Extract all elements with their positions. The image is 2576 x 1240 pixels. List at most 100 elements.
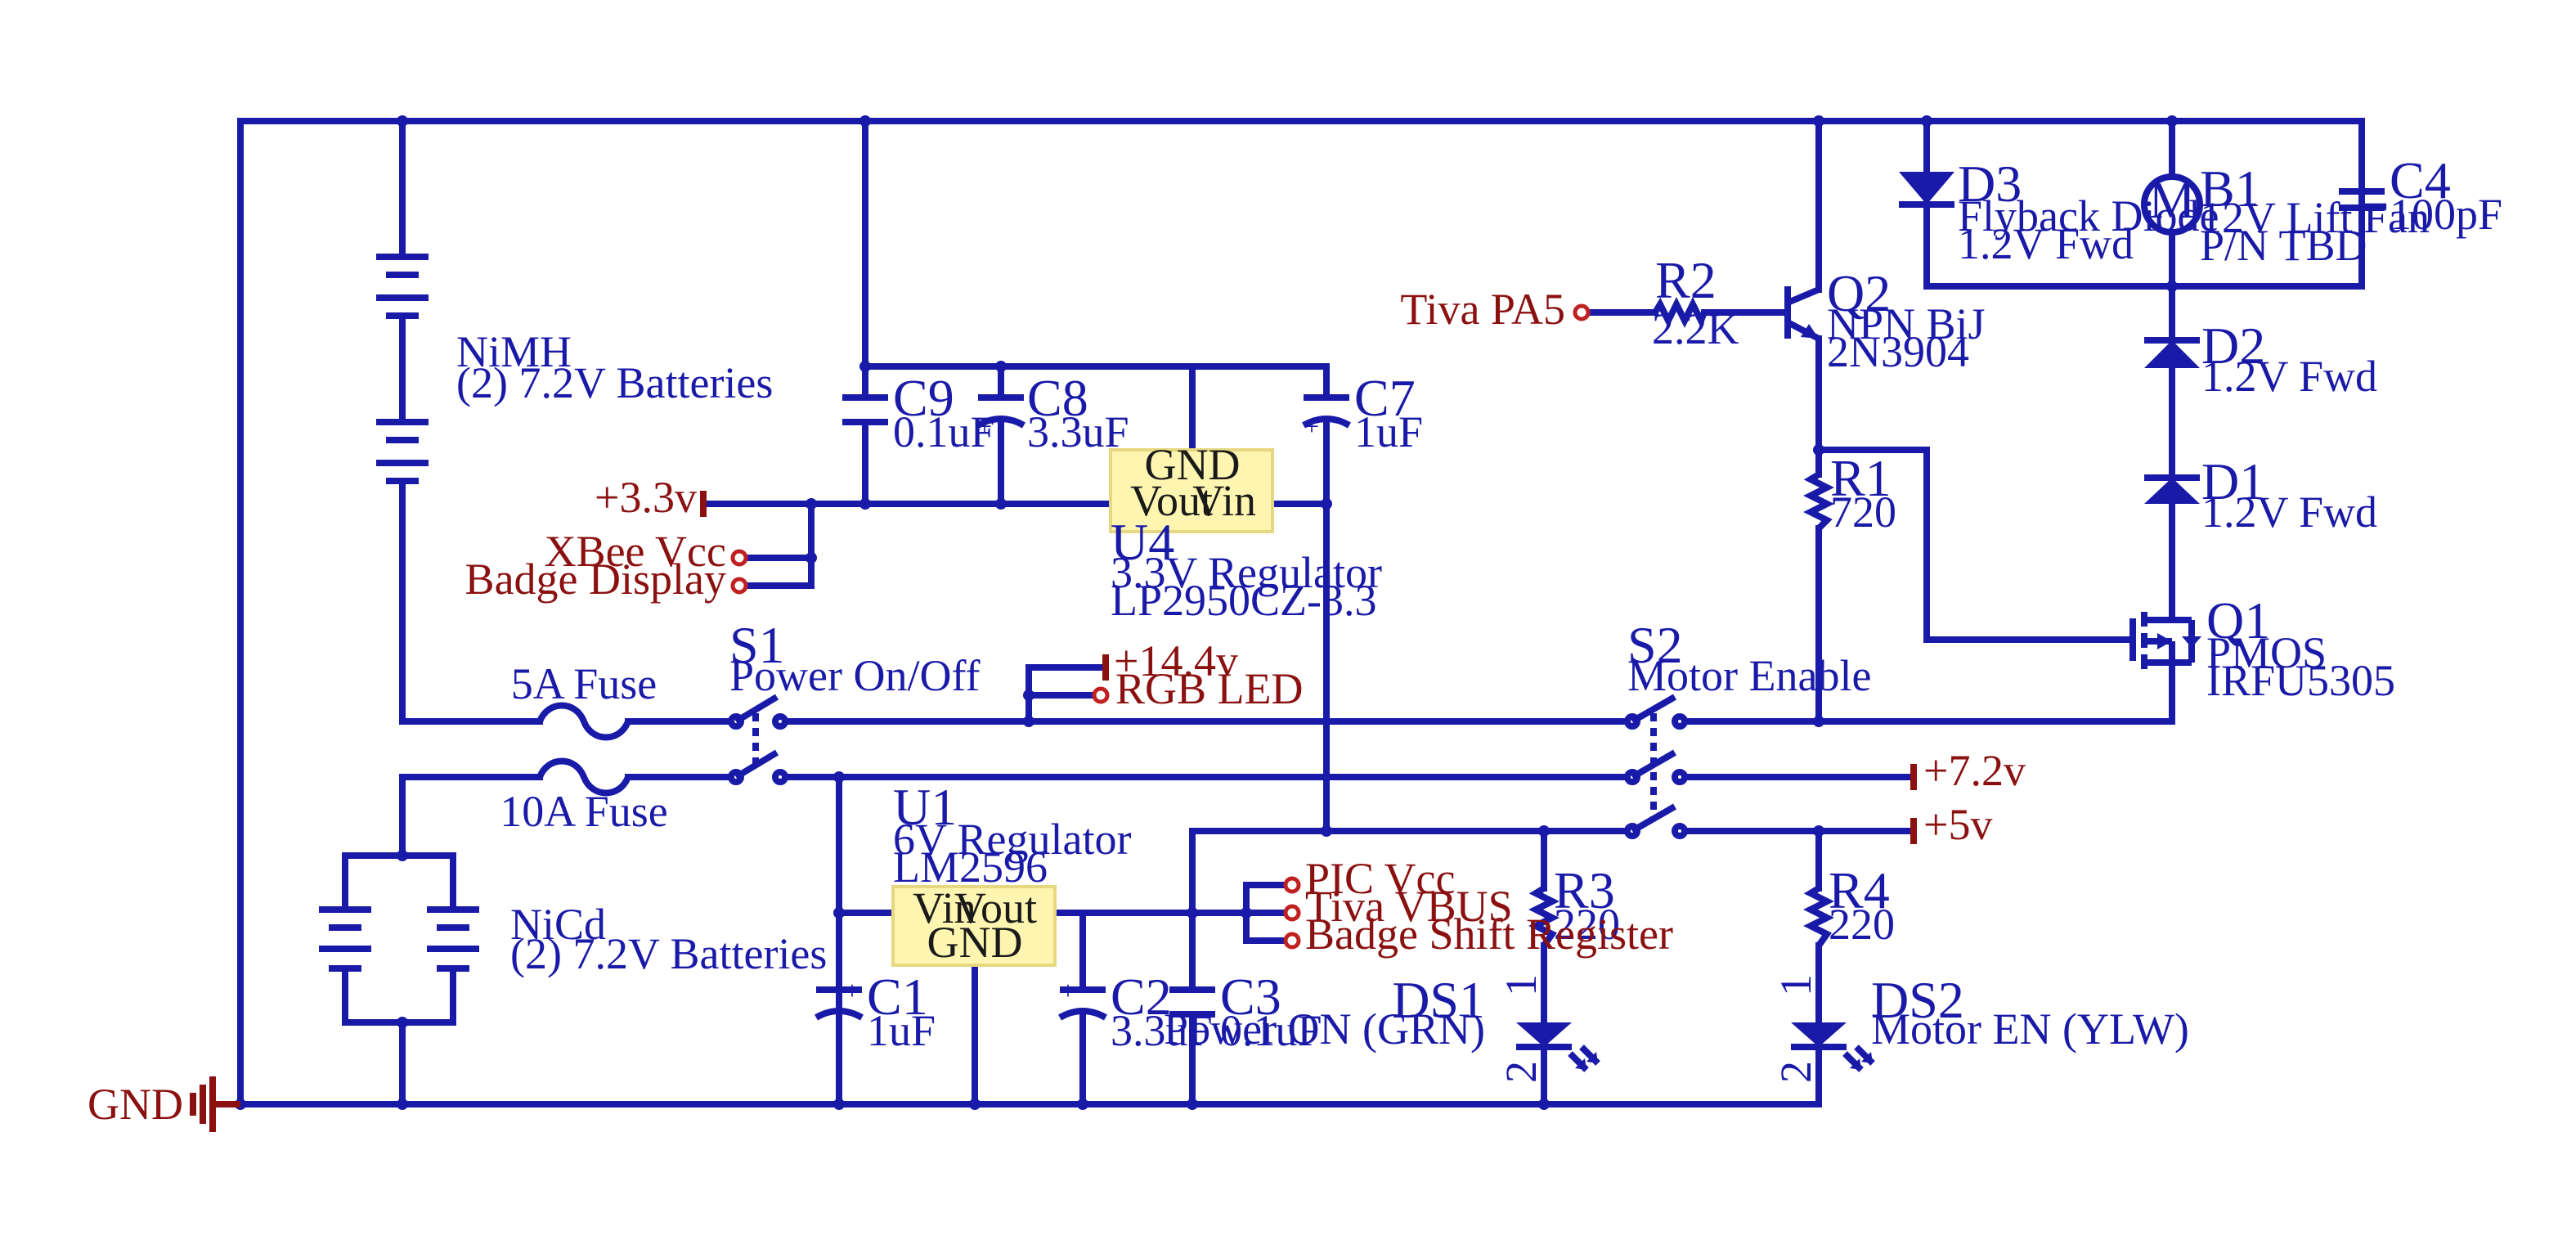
s1-ref: S1	[729, 616, 785, 674]
capacitor-c1: + C1 1uF	[815, 968, 936, 1055]
ground-symbol: GND	[88, 1076, 240, 1132]
capacitor-c9: C9 0.1uF	[842, 369, 995, 456]
c9-ref: C9	[893, 369, 954, 427]
junctions	[235, 115, 2178, 1110]
u1-pin-gnd: GND	[927, 918, 1023, 967]
u4-pin-gnd: GND	[1145, 440, 1241, 489]
diode-d2: D2 1.2V Fwd	[2144, 317, 2377, 401]
svg-text:+: +	[1304, 411, 1319, 441]
regulator-u1: Vin Vout GND U1 6V Regulator LM2596	[891, 778, 1131, 967]
r1-value: 720	[1830, 487, 1896, 537]
b1-ref: B1	[2200, 159, 2261, 218]
r2-ref: R2	[1655, 251, 1717, 309]
c8-value: 3.3uF	[1027, 407, 1129, 456]
fuse-10a: 10A Fuse	[500, 757, 668, 836]
ds2-pin1: 1	[1771, 974, 1820, 996]
u1-part: LM2596	[893, 842, 1048, 892]
net-pic-vcc: PIC Vcc	[1305, 854, 1456, 903]
u4-part: LP2950CZ-3.3	[1111, 576, 1377, 625]
c7-ref: C7	[1354, 369, 1416, 427]
r1-ref: R1	[1830, 449, 1892, 507]
c2-ref: C2	[1111, 968, 1172, 1026]
u1-ref: U1	[893, 778, 957, 836]
nicd-desc: (2) 7.2V Batteries	[510, 929, 827, 978]
diode-d1: D1 1.2V Fwd	[2144, 452, 2377, 537]
nimh-name: NiMH	[456, 327, 572, 376]
nicd-battery: NiCd (2) 7.2V Batteries	[319, 900, 827, 978]
net-14v4: +14.4v	[1114, 636, 1238, 685]
net-rgb-led: RGB LED	[1115, 664, 1304, 713]
r3-ref: R3	[1554, 861, 1615, 919]
b1-symbol: M	[2149, 171, 2196, 229]
q1-type: PMOS	[2206, 628, 2327, 677]
transistor-q1: Q1 PMOS IRFU5305	[2129, 591, 2395, 705]
s1-desc: Power On/Off	[729, 651, 980, 700]
svg-text:+: +	[977, 411, 992, 441]
net-3v3: +3.3v	[595, 473, 697, 522]
net-tiva-vbus: Tiva VBUS	[1305, 882, 1513, 931]
c1-ref: C1	[867, 968, 928, 1026]
c4-ref: C4	[2390, 151, 2451, 209]
gnd-label: GND	[88, 1080, 183, 1129]
transistor-q2: Q2 NPN BiJ 2N3904	[1784, 264, 1986, 376]
net-xbee-vcc: XBee Vcc	[545, 527, 726, 576]
capacitor-c4: C4 100pF	[2339, 151, 2502, 239]
b1-desc: 12V Lift Fan	[2200, 193, 2430, 242]
fuse-5a: 5A Fuse	[511, 659, 657, 741]
u4-pin-in: Vin	[1192, 476, 1256, 525]
resistor-r2: R2 2.2K	[1652, 251, 1739, 353]
q1-part: IRFU5305	[2206, 656, 2395, 705]
net-labels: +3.3v XBee Vcc Badge Display +14.4v RGB …	[465, 285, 2026, 959]
d3-desc2: 1.2V Fwd	[1958, 219, 2134, 268]
d2-ref: D2	[2201, 317, 2265, 375]
net-5v: +5v	[1923, 800, 1992, 849]
c4-value: 100pF	[2390, 190, 2502, 239]
ds1-pin1: 1	[1497, 974, 1546, 996]
u4-desc: 3.3V Regulator	[1111, 548, 1382, 597]
ds2-desc: Motor EN (YLW)	[1871, 1004, 2189, 1054]
r2-value: 2.2K	[1652, 304, 1739, 353]
u4-pin-out: Vout	[1130, 476, 1213, 525]
regulator-u4: GND Vout Vin U4 3.3V Regulator LP2950CZ-…	[1109, 440, 1382, 625]
net-7v2: +7.2v	[1923, 746, 2026, 795]
resistor-r4: R4 220	[1803, 861, 1895, 949]
net-badge-shift: Badge Shift Register	[1305, 910, 1673, 959]
q2-type: NPN BiJ	[1827, 299, 1986, 348]
fuse-10a-label: 10A Fuse	[500, 787, 668, 836]
switch-s2: S2 Motor Enable	[1624, 616, 1871, 839]
d1-ref: D1	[2201, 452, 2265, 510]
led-ds2: 1 2 DS2 Motor EN (YLW)	[1771, 971, 2189, 1083]
led-ds1: 1 2 DS1 Power ON (GRN)	[1164, 971, 1600, 1083]
r3-value: 220	[1554, 900, 1620, 949]
motor-b1: M B1 12V Lift Fan P/N TBD	[2141, 159, 2430, 270]
c8-ref: C8	[1027, 369, 1088, 427]
c3-value: 0.1uF	[1220, 1006, 1322, 1055]
ds1-desc: Power ON (GRN)	[1164, 1004, 1485, 1054]
nicd-name: NiCd	[510, 900, 606, 949]
d1-desc: 1.2V Fwd	[2201, 487, 2377, 537]
fuse-5a-label: 5A Fuse	[511, 659, 657, 708]
capacitor-c3: C3 0.1uF	[1169, 968, 1322, 1055]
u4-ref: U4	[1111, 513, 1174, 571]
u1-desc: 6V Regulator	[893, 815, 1131, 864]
u1-pin-in: Vin	[913, 883, 976, 932]
ds1-pin2: 2	[1497, 1061, 1546, 1083]
svg-text:+: +	[1061, 976, 1075, 1005]
s2-desc: Motor Enable	[1627, 651, 1871, 700]
d2-desc: 1.2V Fwd	[2201, 352, 2377, 401]
ds2-pin2: 2	[1771, 1061, 1820, 1083]
net-tiva-pa5: Tiva PA5	[1400, 285, 1565, 334]
q1-ref: Q1	[2206, 591, 2270, 649]
d3-ref: D3	[1958, 155, 2022, 213]
capacitor-c8: + C8 3.3uF	[976, 369, 1129, 456]
resistor-r3: R3 220	[1528, 861, 1620, 949]
q2-ref: Q2	[1827, 264, 1891, 322]
nimh-desc: (2) 7.2V Batteries	[456, 358, 773, 407]
c7-value: 1uF	[1354, 407, 1423, 456]
r4-ref: R4	[1829, 861, 1890, 919]
b1-part: P/N TBD	[2200, 221, 2367, 270]
nimh-battery: NiMH (2) 7.2V Batteries	[376, 254, 773, 484]
capacitor-c7: + C7 1uF	[1302, 369, 1423, 456]
resistor-r1: R1 720	[1803, 449, 1896, 537]
